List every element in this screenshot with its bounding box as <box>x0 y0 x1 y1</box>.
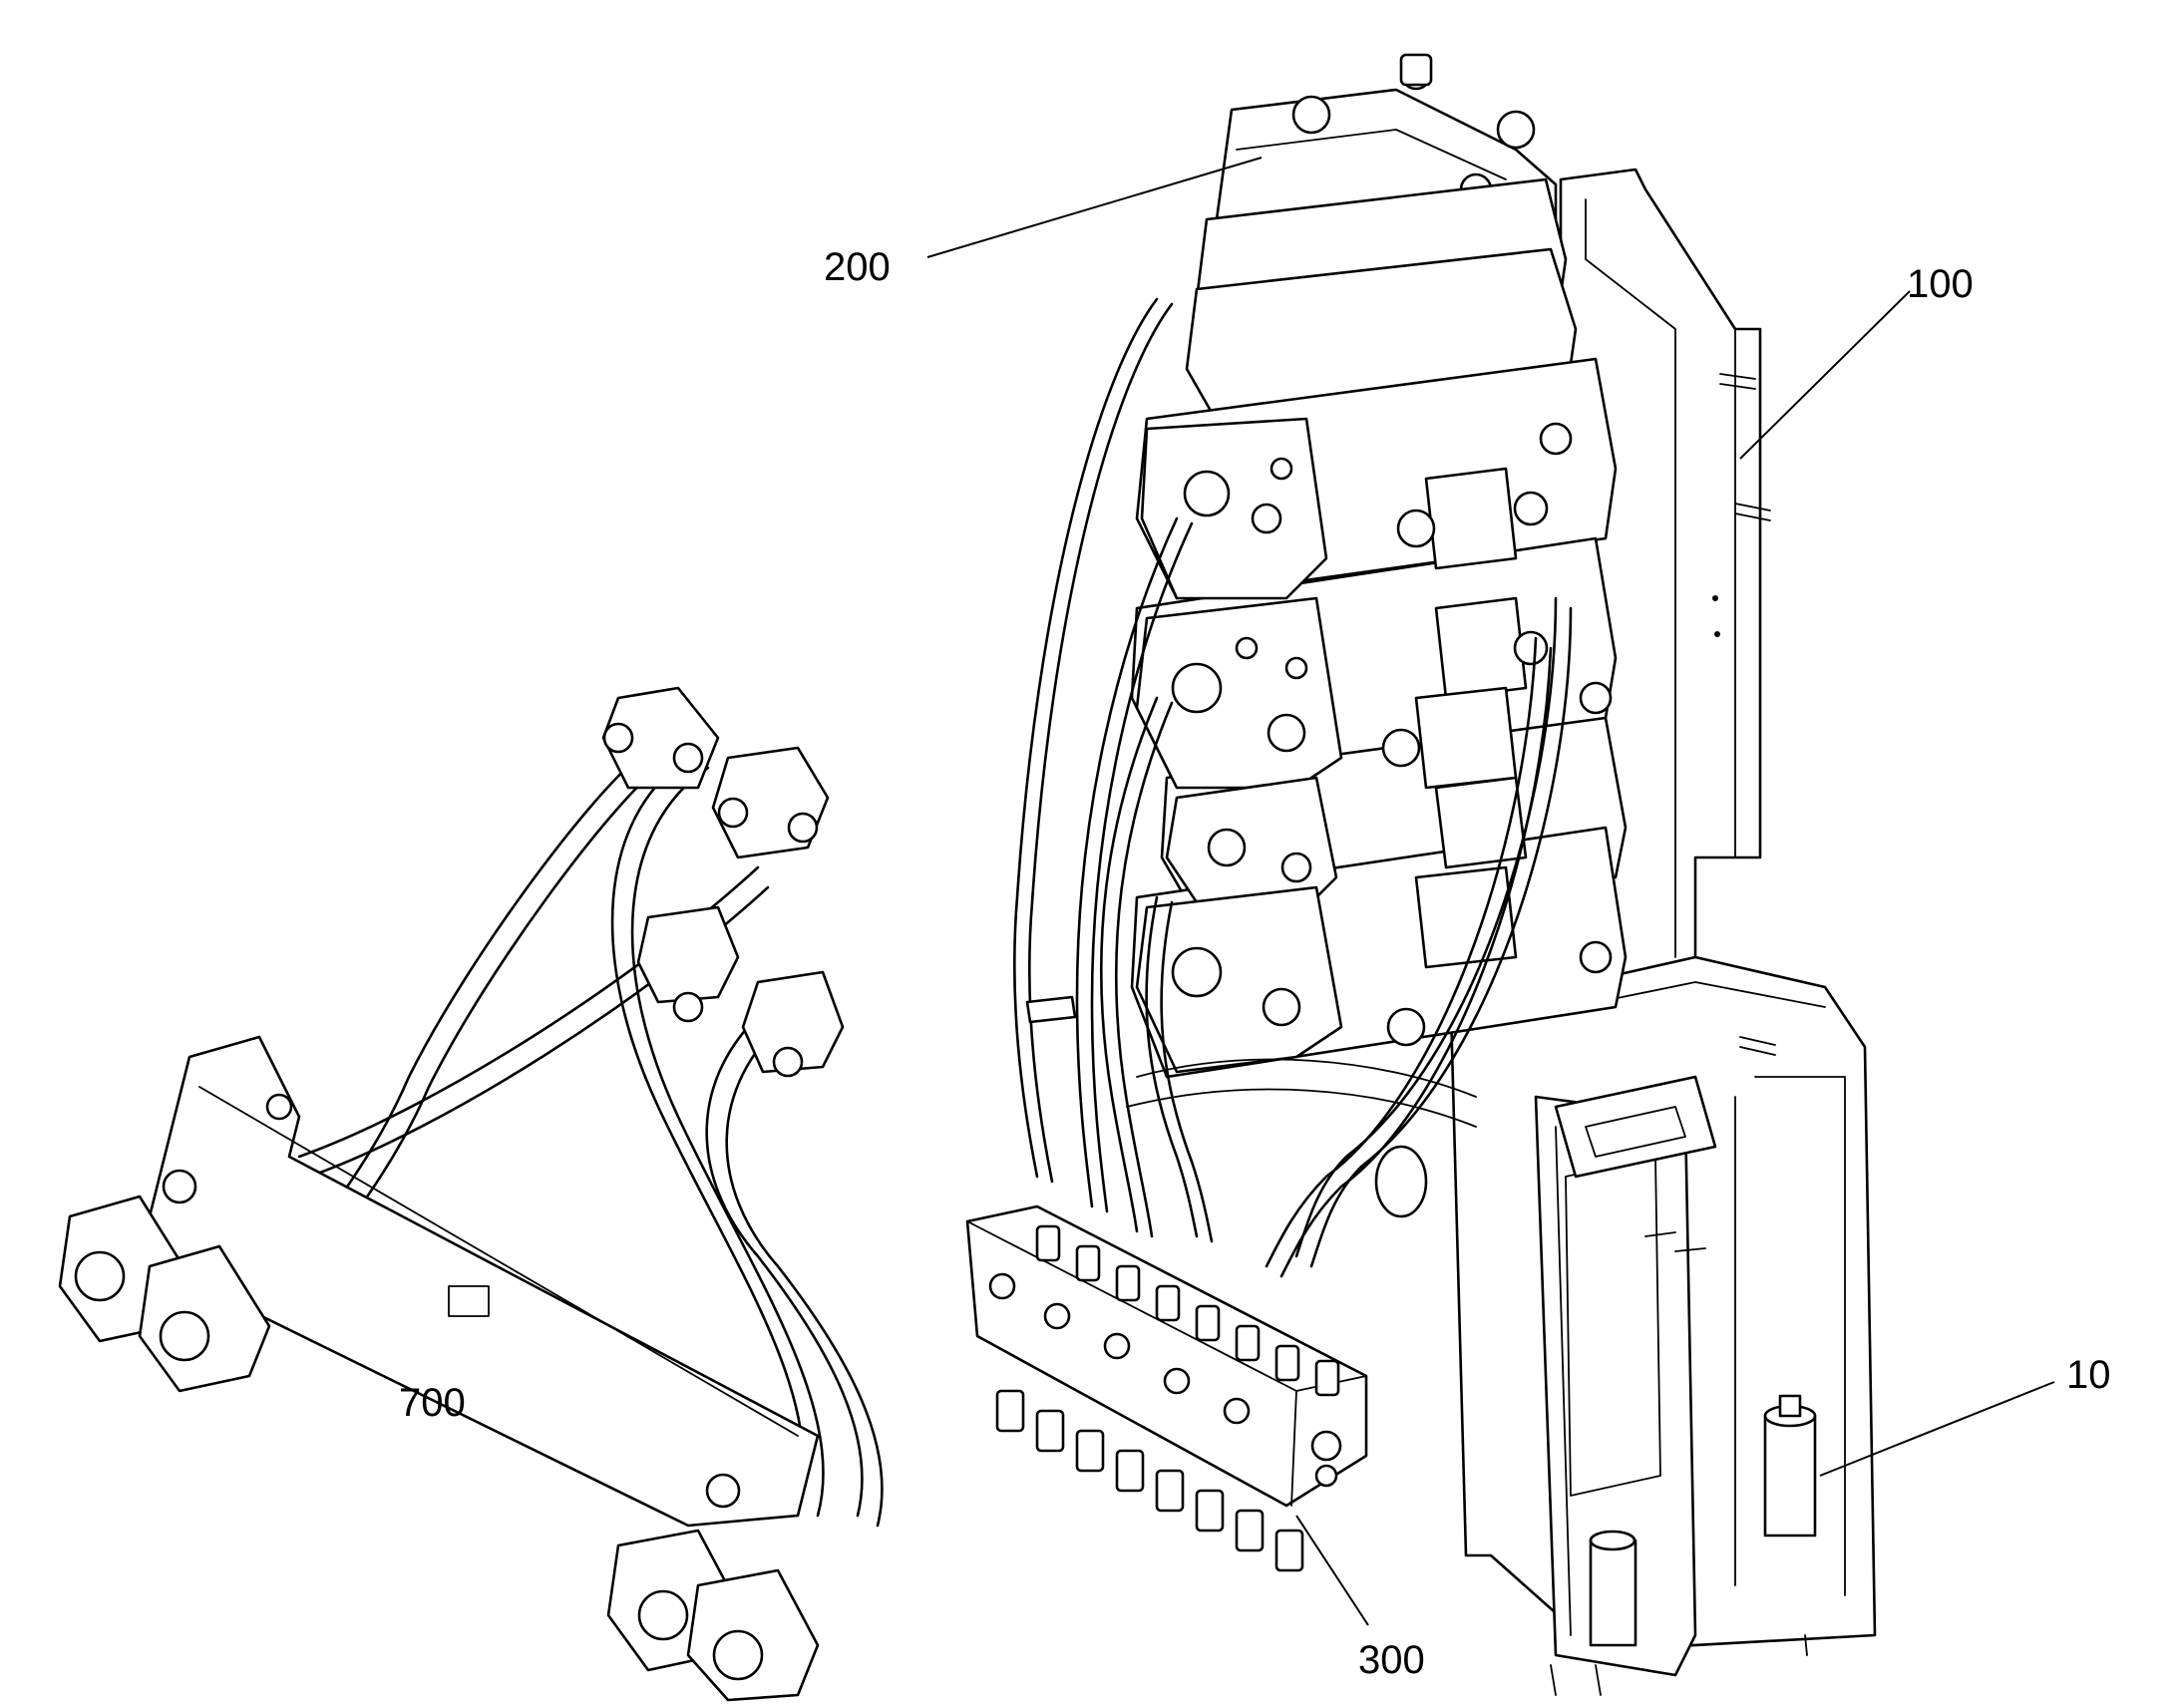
leader-10 <box>1819 1381 2055 1477</box>
ref-label-10: 10 <box>2066 1353 2111 1397</box>
hose-bundle <box>1012 297 1573 1278</box>
ref-label-200: 200 <box>824 245 891 289</box>
leader-200 <box>926 157 1263 258</box>
pipe-assembly <box>58 686 884 1702</box>
ref-label-300: 300 <box>1358 1638 1425 1682</box>
leader-lines <box>926 157 2055 1626</box>
manifold-block <box>965 1204 1368 1572</box>
leader-300 <box>1295 1515 1369 1626</box>
ref-label-700: 700 <box>399 1381 466 1425</box>
ref-label-100: 100 <box>1907 262 1974 306</box>
leader-100 <box>1739 290 1911 460</box>
valve-block-stack <box>1130 53 1628 1079</box>
